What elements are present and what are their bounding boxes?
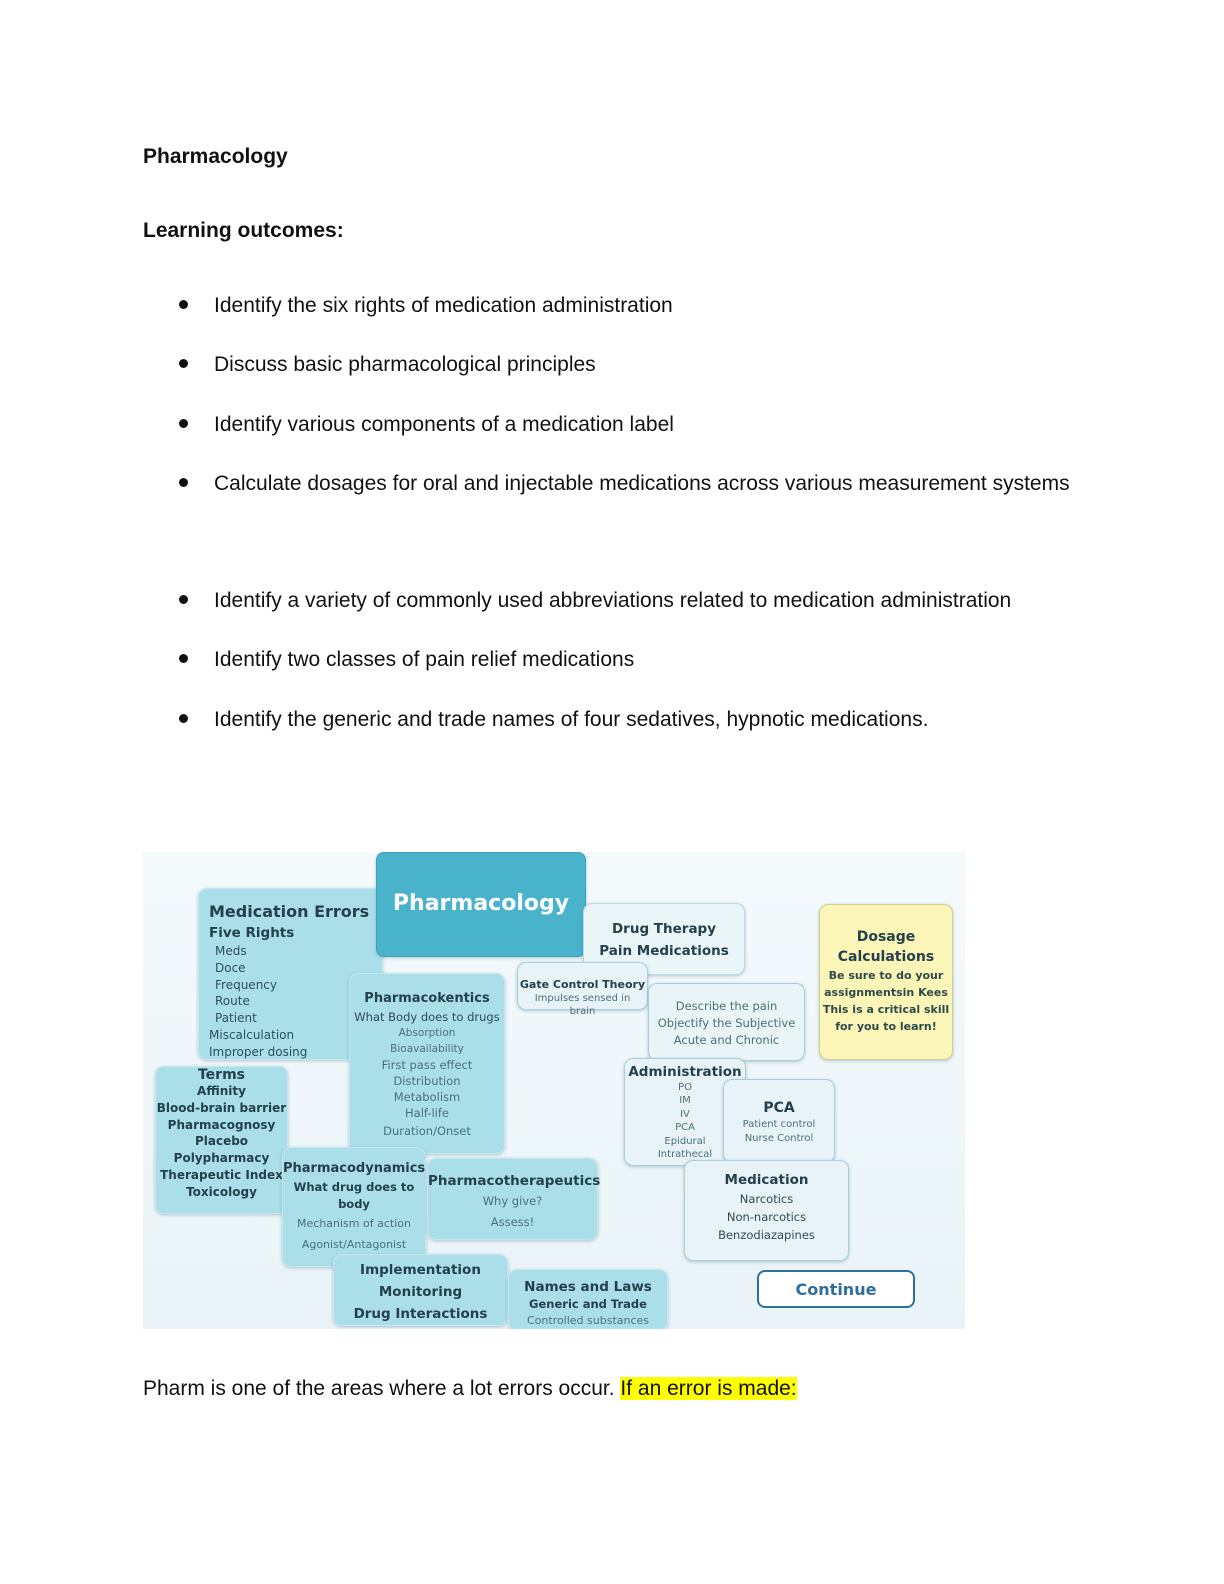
route-item: IV bbox=[680, 1108, 690, 1120]
medication-errors-title: Medication Errors bbox=[209, 902, 370, 921]
medication-item: Benzodiazapines bbox=[718, 1228, 815, 1242]
pca-title: PCA bbox=[763, 1100, 795, 1116]
dosage-title-line: Calculations bbox=[837, 949, 935, 965]
names-and-laws-box: Names and Laws Generic and Trade Control… bbox=[508, 1269, 668, 1329]
route-item: Epidural bbox=[664, 1135, 706, 1147]
route-item: PCA bbox=[675, 1122, 695, 1134]
medication-item: Narcotics bbox=[739, 1192, 794, 1206]
highlighted-text: If an error is made: bbox=[620, 1377, 797, 1400]
learning-outcomes-heading: Learning outcomes: bbox=[143, 219, 344, 242]
term-item: Blood-brain barrier bbox=[156, 1100, 287, 1115]
gate-control-line: brain bbox=[569, 1006, 596, 1017]
pharmacokinetics-item: Half-life bbox=[405, 1106, 449, 1120]
outcome-item: Identify the generic and trade names of … bbox=[179, 691, 1094, 749]
pharmacotherapeutics-box: Pharmacotherapeutics Why give? Assess! bbox=[427, 1158, 601, 1240]
gate-control-theory-box: Gate Control Theory Impulses sensed in b… bbox=[517, 962, 648, 1017]
continue-button[interactable]: Continue bbox=[757, 1270, 915, 1308]
outcome-item: Identify the six rights of medication ad… bbox=[179, 277, 1094, 335]
term-item: Toxicology bbox=[186, 1184, 257, 1199]
outcome-item: Calculate dosages for oral and injectabl… bbox=[179, 455, 1094, 513]
term-item: Affinity bbox=[197, 1084, 246, 1098]
route-item: PO bbox=[678, 1082, 692, 1093]
names-laws-title: Names and Laws bbox=[524, 1279, 652, 1295]
route-item: Intrathecal bbox=[657, 1149, 713, 1161]
dosage-title-line: Dosage bbox=[856, 929, 916, 945]
bottom-paragraph: Pharm is one of the areas where a lot er… bbox=[143, 1377, 797, 1401]
error-item: Miscalculation bbox=[209, 1027, 295, 1042]
names-laws-line: Controlled substances bbox=[526, 1314, 650, 1327]
pharmacodynamics-line: Mechanism of action bbox=[297, 1217, 411, 1230]
gate-control-title: Gate Control Theory bbox=[519, 978, 646, 991]
pca-box: PCA Patient control Nurse Control bbox=[723, 1079, 835, 1163]
describe-pain-line: Describe the pain bbox=[675, 999, 778, 1013]
dosage-calculations-box: Dosage Calculations Be sure to do your a… bbox=[819, 904, 953, 1060]
pharmacokinetics-item: Duration/Onset bbox=[383, 1124, 471, 1138]
pharmacology-concept-map: Medication Errors Five Rights Meds Doce … bbox=[143, 852, 965, 1329]
page-title: Pharmacology bbox=[143, 145, 288, 168]
error-item: Improper dosing bbox=[209, 1044, 308, 1059]
pharmacodynamics-box: Pharmacodynamics What drug does to body … bbox=[282, 1147, 426, 1267]
right-item: Route bbox=[215, 994, 250, 1009]
dosage-text-line: for you to learn! bbox=[835, 1020, 937, 1033]
pharmacokinetics-subtitle: What Body does to drugs bbox=[354, 1010, 500, 1024]
pca-line: Patient control bbox=[742, 1119, 816, 1130]
outcome-item: Identify two classes of pain relief medi… bbox=[179, 631, 1094, 689]
right-item: Patient bbox=[215, 1011, 257, 1026]
gate-control-line: Impulses sensed in bbox=[534, 993, 631, 1004]
right-item: Doce bbox=[215, 960, 246, 975]
pharmacology-main-box: Pharmacology bbox=[376, 852, 586, 957]
pharmacodynamics-line: body bbox=[338, 1197, 370, 1211]
pharmacokinetics-item: First pass effect bbox=[381, 1058, 473, 1072]
implementation-line: Monitoring bbox=[378, 1284, 463, 1300]
pharmacodynamics-line: What drug does to bbox=[293, 1180, 415, 1194]
term-item: Polypharmacy bbox=[173, 1151, 270, 1166]
pharmacokinetics-item: Bioavailability bbox=[390, 1043, 464, 1055]
dosage-text-line: Be sure to do your bbox=[828, 969, 944, 982]
outcome-item: Identify a variety of commonly used abbr… bbox=[179, 572, 1094, 630]
terms-title: Terms bbox=[197, 1067, 245, 1083]
implementation-box: Implementation Monitoring Drug Interacti… bbox=[333, 1254, 508, 1326]
pharmacotherapeutics-line: Assess! bbox=[490, 1215, 535, 1229]
describe-pain-box: Describe the pain Objectify the Subjecti… bbox=[648, 983, 805, 1061]
pharmacodynamics-line: Agonist/Antagonist bbox=[301, 1238, 407, 1251]
right-item: Frequency bbox=[215, 977, 277, 992]
drug-therapy-label: Drug Therapy bbox=[611, 921, 717, 937]
pharmacokinetics-item: Absorption bbox=[398, 1027, 456, 1039]
medication-title: Medication bbox=[724, 1172, 809, 1188]
implementation-line: Implementation bbox=[360, 1262, 481, 1278]
five-rights-label: Five Rights bbox=[209, 925, 295, 941]
bottom-text-plain: Pharm is one of the areas where a lot er… bbox=[143, 1377, 615, 1400]
dosage-text-line: assignmentsin Kees bbox=[824, 986, 948, 999]
pain-medications-label: Pain Medications bbox=[599, 943, 729, 959]
pca-line: Nurse Control bbox=[744, 1133, 814, 1144]
outcome-item: Discuss basic pharmacological principles bbox=[179, 336, 1094, 394]
dosage-text-line: This is a critical skill bbox=[822, 1003, 950, 1016]
outcome-item: Identify various components of a medicat… bbox=[179, 396, 1094, 454]
term-item: Placebo bbox=[194, 1134, 249, 1149]
pharmacokinetics-title: Pharmacokentics bbox=[364, 991, 490, 1006]
pharmacotherapeutics-line: Why give? bbox=[482, 1194, 543, 1208]
medication-box: Medication Narcotics Non-narcotics Benzo… bbox=[684, 1160, 849, 1261]
describe-pain-line: Objectify the Subjective bbox=[657, 1016, 796, 1030]
terms-box: Terms Affinity Blood-brain barrier Pharm… bbox=[155, 1066, 288, 1214]
pharmacokinetics-item: Distribution bbox=[393, 1074, 461, 1088]
drug-therapy-box: Drug Therapy Pain Medications bbox=[583, 903, 745, 975]
route-item: IM bbox=[679, 1095, 691, 1107]
term-item: Pharmacognosy bbox=[167, 1117, 276, 1132]
names-laws-line: Generic and Trade bbox=[529, 1297, 647, 1311]
pharmacodynamics-title: Pharmacodynamics bbox=[283, 1161, 426, 1176]
pharmacokinetics-box: Pharmacokentics What Body does to drugs … bbox=[349, 973, 505, 1154]
medication-item: Non-narcotics bbox=[726, 1210, 807, 1224]
implementation-line: Drug Interactions bbox=[353, 1306, 488, 1322]
pharmacotherapeutics-title: Pharmacotherapeutics bbox=[428, 1173, 601, 1189]
right-item: Meds bbox=[215, 944, 247, 958]
term-item: Therapeutic Index bbox=[160, 1167, 283, 1182]
pharmacokinetics-item: Metabolism bbox=[393, 1090, 461, 1104]
describe-pain-line: Acute and Chronic bbox=[673, 1033, 780, 1047]
administration-title: Administration bbox=[628, 1064, 742, 1080]
